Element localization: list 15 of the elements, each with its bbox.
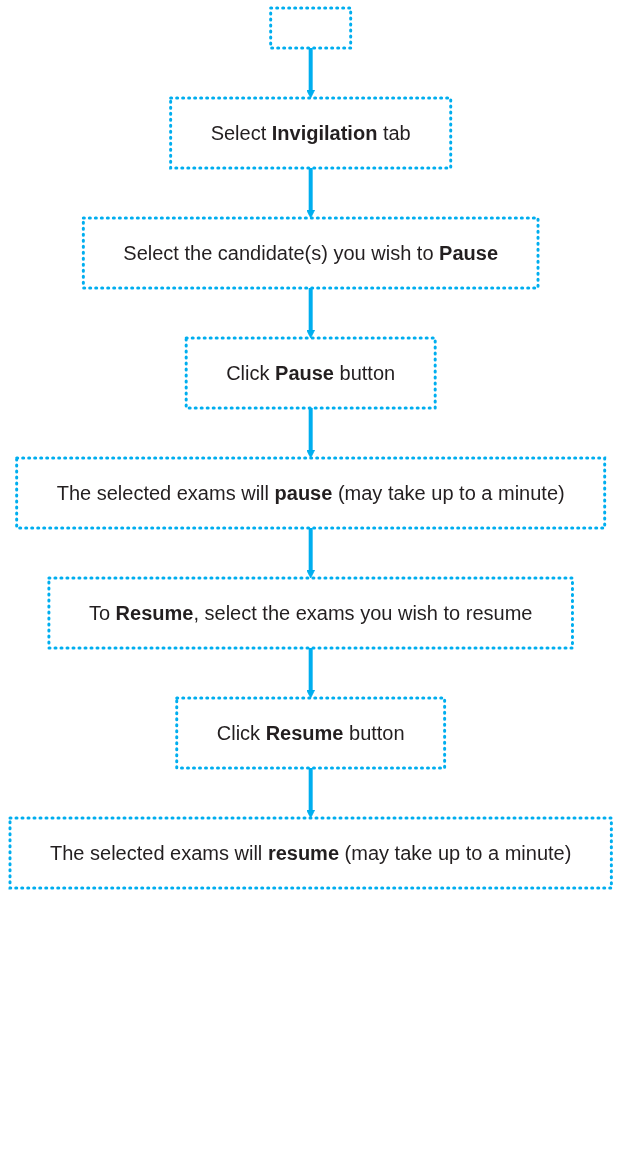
node-box: Select the candidate(s) you wish to Pause <box>82 216 540 290</box>
node-box: Select Invigilation tab <box>169 96 453 170</box>
arrow <box>306 288 316 339</box>
node-box: The selected exams will pause (may take up to a minute) <box>15 456 607 530</box>
node-box <box>269 6 353 50</box>
arrow <box>306 528 316 579</box>
node-box: The selected exams will resume (may take up to a minute) <box>8 816 614 890</box>
arrow <box>306 48 316 99</box>
node-box: Click Resume button <box>175 696 447 770</box>
arrow <box>306 168 316 219</box>
arrow <box>306 768 316 819</box>
node-box: Click Pause button <box>185 336 437 410</box>
arrow <box>306 648 316 699</box>
node-box: To Resume, select the exams you wish to resume <box>47 576 575 650</box>
arrow <box>306 408 316 459</box>
